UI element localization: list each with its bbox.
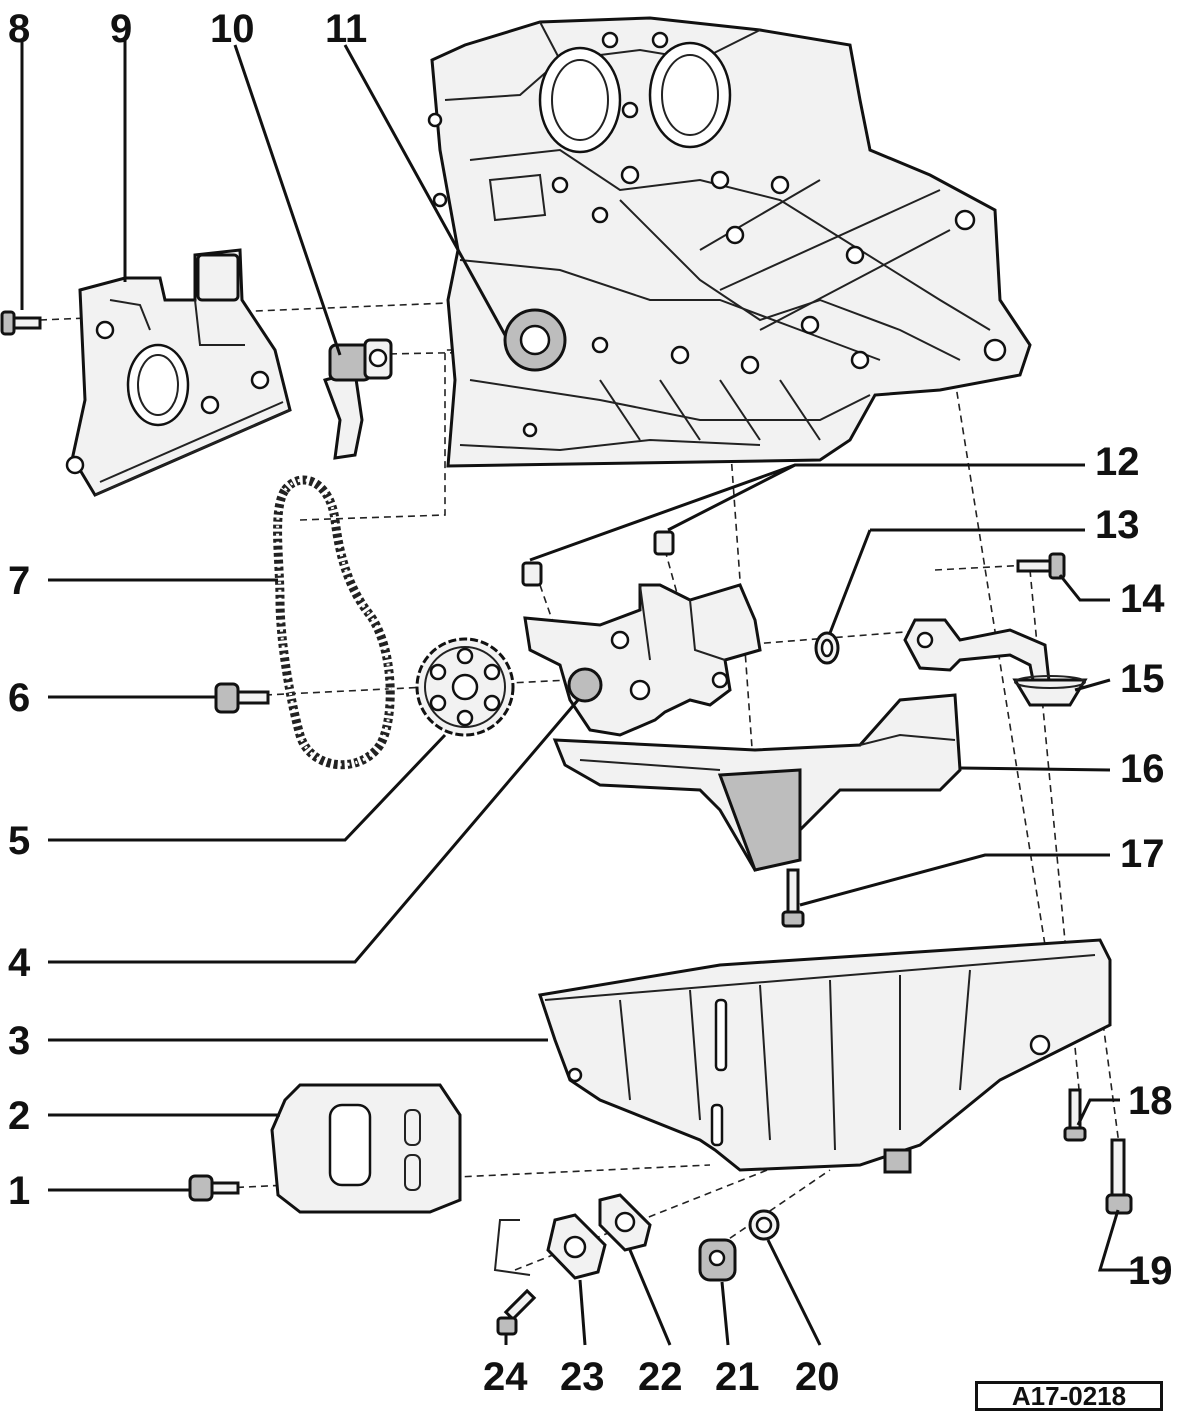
- callout-5: 5: [8, 819, 30, 863]
- suction-pipe: [903, 618, 1088, 707]
- callout-10: 10: [210, 7, 255, 51]
- callout-6: 6: [8, 676, 30, 720]
- bolt-19: [1105, 1138, 1133, 1215]
- callout-17: 17: [1120, 832, 1165, 876]
- seal-ring-20: [748, 1209, 780, 1241]
- o-ring: [814, 631, 840, 665]
- callout-15: 15: [1120, 657, 1165, 701]
- leader-lines: [20, 40, 1140, 1346]
- oil-pan-upper: [538, 938, 1112, 1174]
- drain-plug-21: [698, 1238, 737, 1282]
- callout-3: 3: [8, 1019, 30, 1063]
- bolt-6: [214, 682, 270, 714]
- callout-7: 7: [8, 559, 30, 603]
- chain-tensioner: [323, 338, 393, 460]
- callout-9: 9: [110, 7, 132, 51]
- front-cover: [65, 248, 292, 497]
- callout-21: 21: [715, 1355, 760, 1399]
- bolt-24: [496, 1288, 537, 1336]
- bolt-17: [781, 868, 805, 928]
- callout-22: 22: [638, 1355, 683, 1399]
- oil-pump: [523, 583, 762, 737]
- callout-23: 23: [560, 1355, 605, 1399]
- bolt-18: [1063, 1088, 1087, 1142]
- callout-19: 19: [1128, 1249, 1173, 1293]
- callout-20: 20: [795, 1355, 840, 1399]
- gasket-22: [598, 1193, 652, 1252]
- callout-8: 8: [8, 7, 30, 51]
- baffle: [552, 693, 962, 872]
- callout-4: 4: [8, 941, 31, 985]
- callout-14: 14: [1120, 577, 1165, 621]
- bolt-1: [188, 1174, 240, 1202]
- oil-pan-lower: [270, 1083, 462, 1214]
- sprocket: [415, 637, 515, 737]
- callout-18: 18: [1128, 1079, 1173, 1123]
- callout-13: 13: [1095, 503, 1140, 547]
- dowel-sleeves: [521, 530, 675, 587]
- bolt-14: [1016, 552, 1066, 580]
- bolt-8: [0, 310, 42, 336]
- callout-12: 12: [1095, 440, 1140, 484]
- figure-reference-code: A17-0218: [975, 1381, 1163, 1411]
- callout-11: 11: [325, 7, 367, 51]
- callout-2: 2: [8, 1094, 30, 1138]
- callout-1: 1: [8, 1169, 30, 1213]
- callout-24: 24: [483, 1355, 528, 1399]
- callout-16: 16: [1120, 747, 1165, 791]
- callout-numbers: 8 9 10 11 12 13 14 15 16 17 7 6 5 4 3 2 …: [8, 7, 1173, 1399]
- drive-chain: [273, 475, 395, 770]
- engine-block: [427, 16, 1032, 468]
- sensor-23: [493, 1213, 607, 1280]
